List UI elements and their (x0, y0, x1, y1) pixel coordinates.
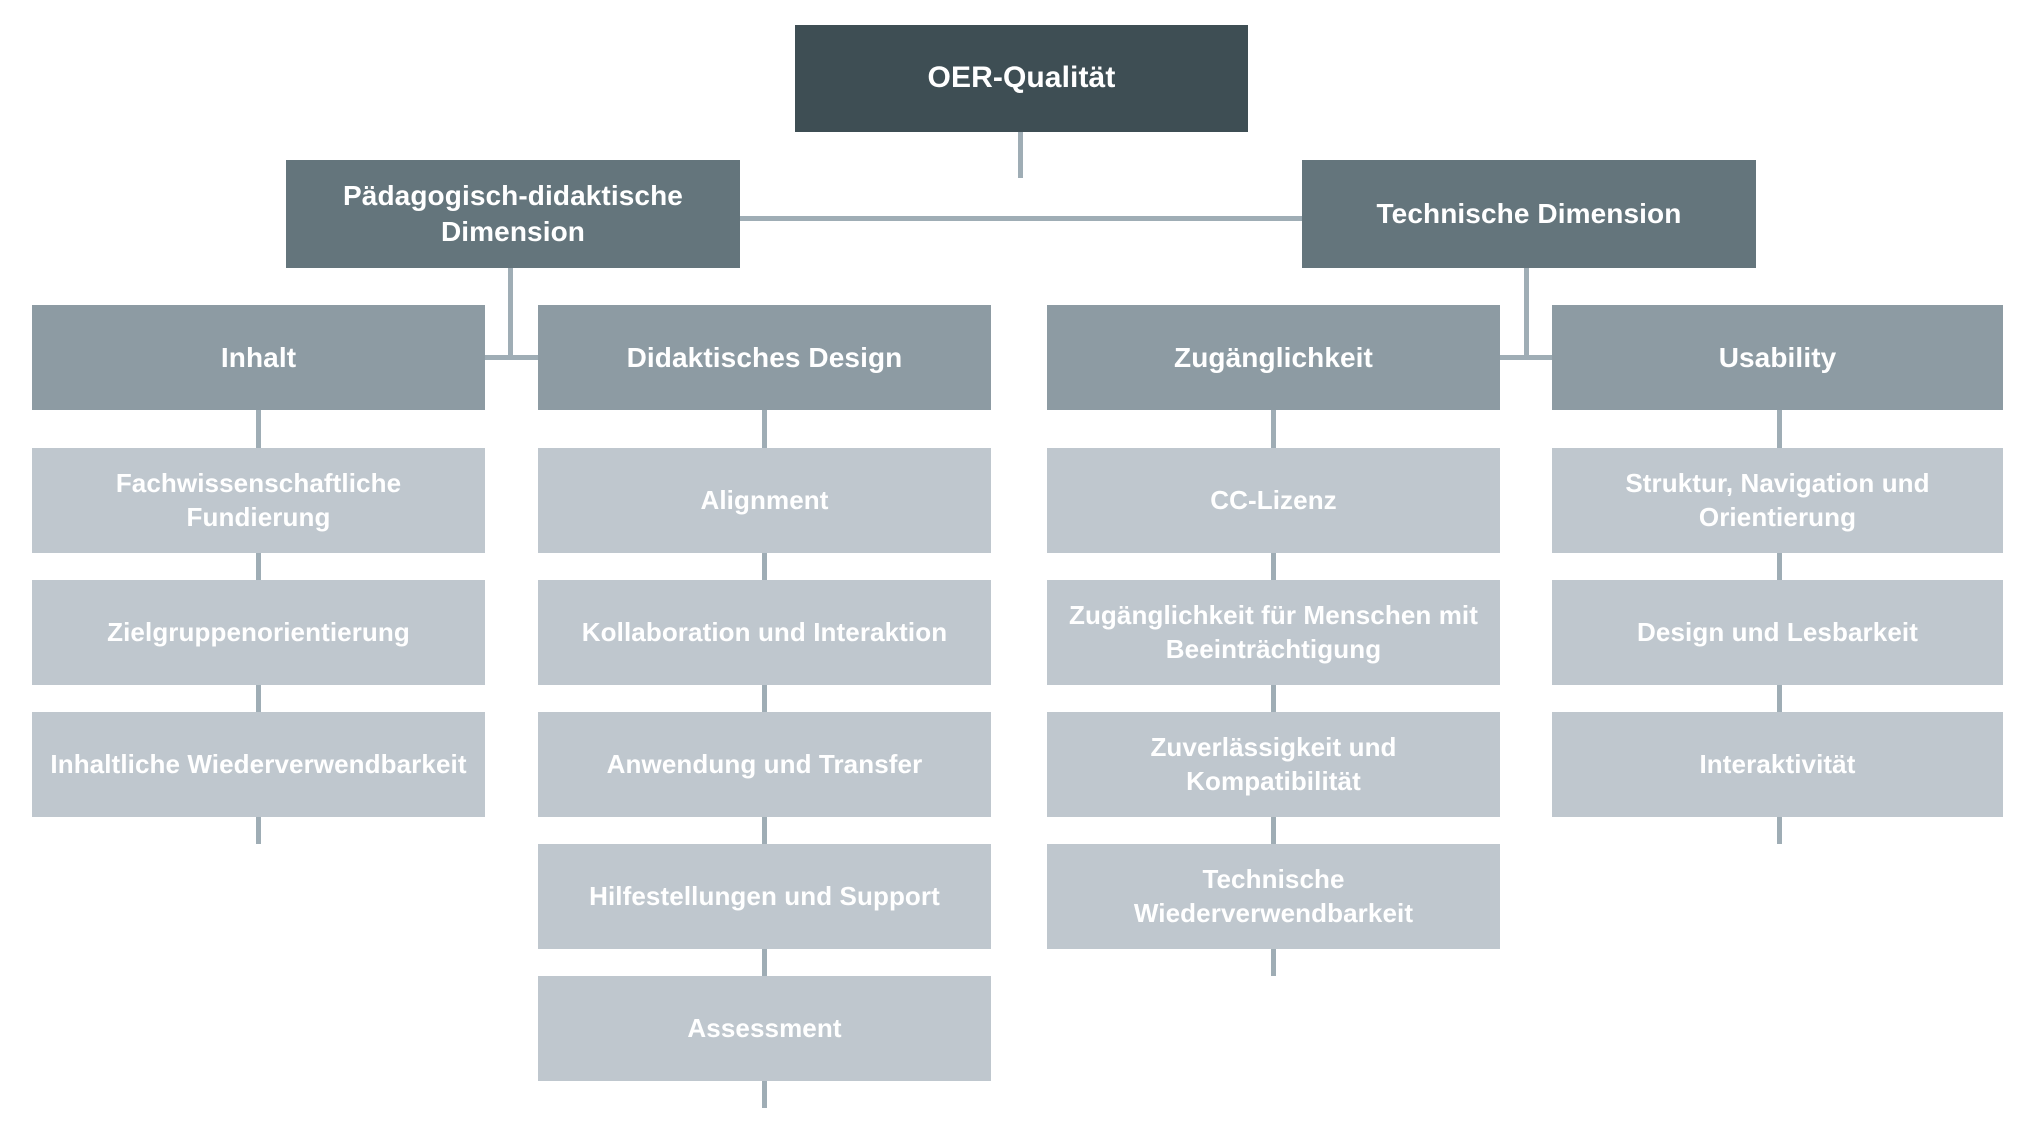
node-label: Zugänglichkeit (1174, 341, 1373, 373)
node-label: Fachwissenschaftliche Fundierung (115, 468, 402, 532)
node-zugaenglichkeit-fuer-menschen-mit-beeintraechtigung[interactable]: Zugänglichkeit für Menschen mit Beeinträ… (1047, 580, 1500, 685)
node-label: CC-Lizenz (1210, 484, 1337, 515)
node-label: Hilfestellungen und Support (589, 880, 940, 911)
node-technische-wiederverwendbarkeit[interactable]: Technische Wiederverwendbarkeit (1047, 844, 1500, 949)
node-technische-dimension[interactable]: Technische Dimension (1302, 160, 1756, 268)
node-label: Struktur, Navigation und Orientierung (1625, 468, 1930, 532)
node-inhaltliche-wiederverwendbarkeit[interactable]: Inhaltliche Wiederverwendbarkeit (32, 712, 485, 817)
node-label: Zuverlässigkeit und Kompatibilität (1150, 732, 1397, 796)
node-didaktisches-design[interactable]: Didaktisches Design (538, 305, 991, 410)
node-label: Technische Dimension (1376, 198, 1682, 230)
node-label: Kollaboration und Interaktion (581, 616, 948, 647)
node-kollaboration-und-interaktion[interactable]: Kollaboration und Interaktion (538, 580, 991, 685)
node-label: Didaktisches Design (626, 341, 903, 373)
node-inhalt[interactable]: Inhalt (32, 305, 485, 410)
node-label: Alignment (700, 484, 829, 515)
connector-dimension-right-stem (1524, 268, 1529, 358)
node-label: Zugänglichkeit für Menschen mit Beeinträ… (1068, 600, 1479, 664)
connector-root-spine (735, 216, 1307, 221)
node-label: Technische Wiederverwendbarkeit (1133, 864, 1414, 928)
connector-column-zugaenglichkeit-spine (1271, 410, 1276, 976)
node-label: Zielgruppenorientierung (107, 616, 410, 647)
node-label: Interaktivität (1699, 748, 1856, 779)
node-assessment[interactable]: Assessment (538, 976, 991, 1081)
node-zielgruppenorientierung[interactable]: Zielgruppenorientierung (32, 580, 485, 685)
node-label: Pädagogisch-didaktische Dimension (343, 180, 683, 247)
node-zugaenglichkeit[interactable]: Zugänglichkeit (1047, 305, 1500, 410)
node-fachwissenschaftliche-fundierung[interactable]: Fachwissenschaftliche Fundierung (32, 448, 485, 553)
node-design-und-lesbarkeit[interactable]: Design und Lesbarkeit (1552, 580, 2003, 685)
node-oer-qualitaet[interactable]: OER-Qualität (795, 25, 1248, 132)
node-struktur-navigation-und-orientierung[interactable]: Struktur, Navigation und Orientierung (1552, 448, 2003, 553)
node-zuverlaessigkeit-und-kompatibilitaet[interactable]: Zuverlässigkeit und Kompatibilität (1047, 712, 1500, 817)
node-label: Inhalt (220, 341, 297, 373)
node-label: Inhaltliche Wiederverwendbarkeit (50, 748, 467, 779)
connector-dimension-left-stem (508, 268, 513, 358)
connector-category-right-bar (1476, 355, 1586, 360)
node-hilfestellungen-und-support[interactable]: Hilfestellungen und Support (538, 844, 991, 949)
node-label: Anwendung und Transfer (606, 748, 923, 779)
node-interaktivitaet[interactable]: Interaktivität (1552, 712, 2003, 817)
node-label: Design und Lesbarkeit (1637, 616, 1918, 647)
node-cc-lizenz[interactable]: CC-Lizenz (1047, 448, 1500, 553)
connector-root-stem (1018, 132, 1023, 178)
node-paedagogisch-didaktische-dimension[interactable]: Pädagogisch-didaktische Dimension (286, 160, 740, 268)
node-alignment[interactable]: Alignment (538, 448, 991, 553)
node-usability[interactable]: Usability (1552, 305, 2003, 410)
node-anwendung-und-transfer[interactable]: Anwendung und Transfer (538, 712, 991, 817)
connector-category-left-bar (460, 355, 570, 360)
node-label: Assessment (687, 1012, 842, 1043)
node-label: Usability (1718, 341, 1837, 373)
node-label: OER-Qualität (927, 61, 1116, 95)
